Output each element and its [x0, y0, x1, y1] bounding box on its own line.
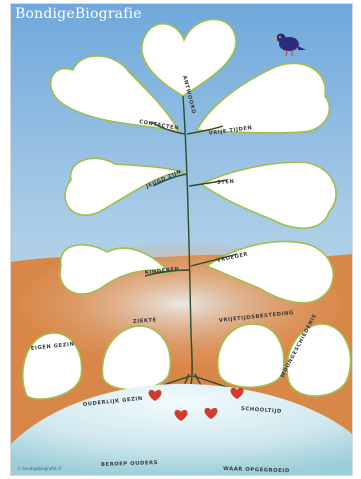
tree-illustration: ANTWOORD CONTACTEN VRIJE TIJDEN JEUGD ZI… — [11, 4, 352, 475]
app-title: BondigeBiografie — [15, 6, 142, 22]
poster: ANTWOORD CONTACTEN VRIJE TIJDEN JEUGD ZI… — [10, 3, 353, 476]
credit-text: © bondigebiografie.nl — [17, 466, 61, 471]
label-sten: STEN — [217, 179, 235, 186]
